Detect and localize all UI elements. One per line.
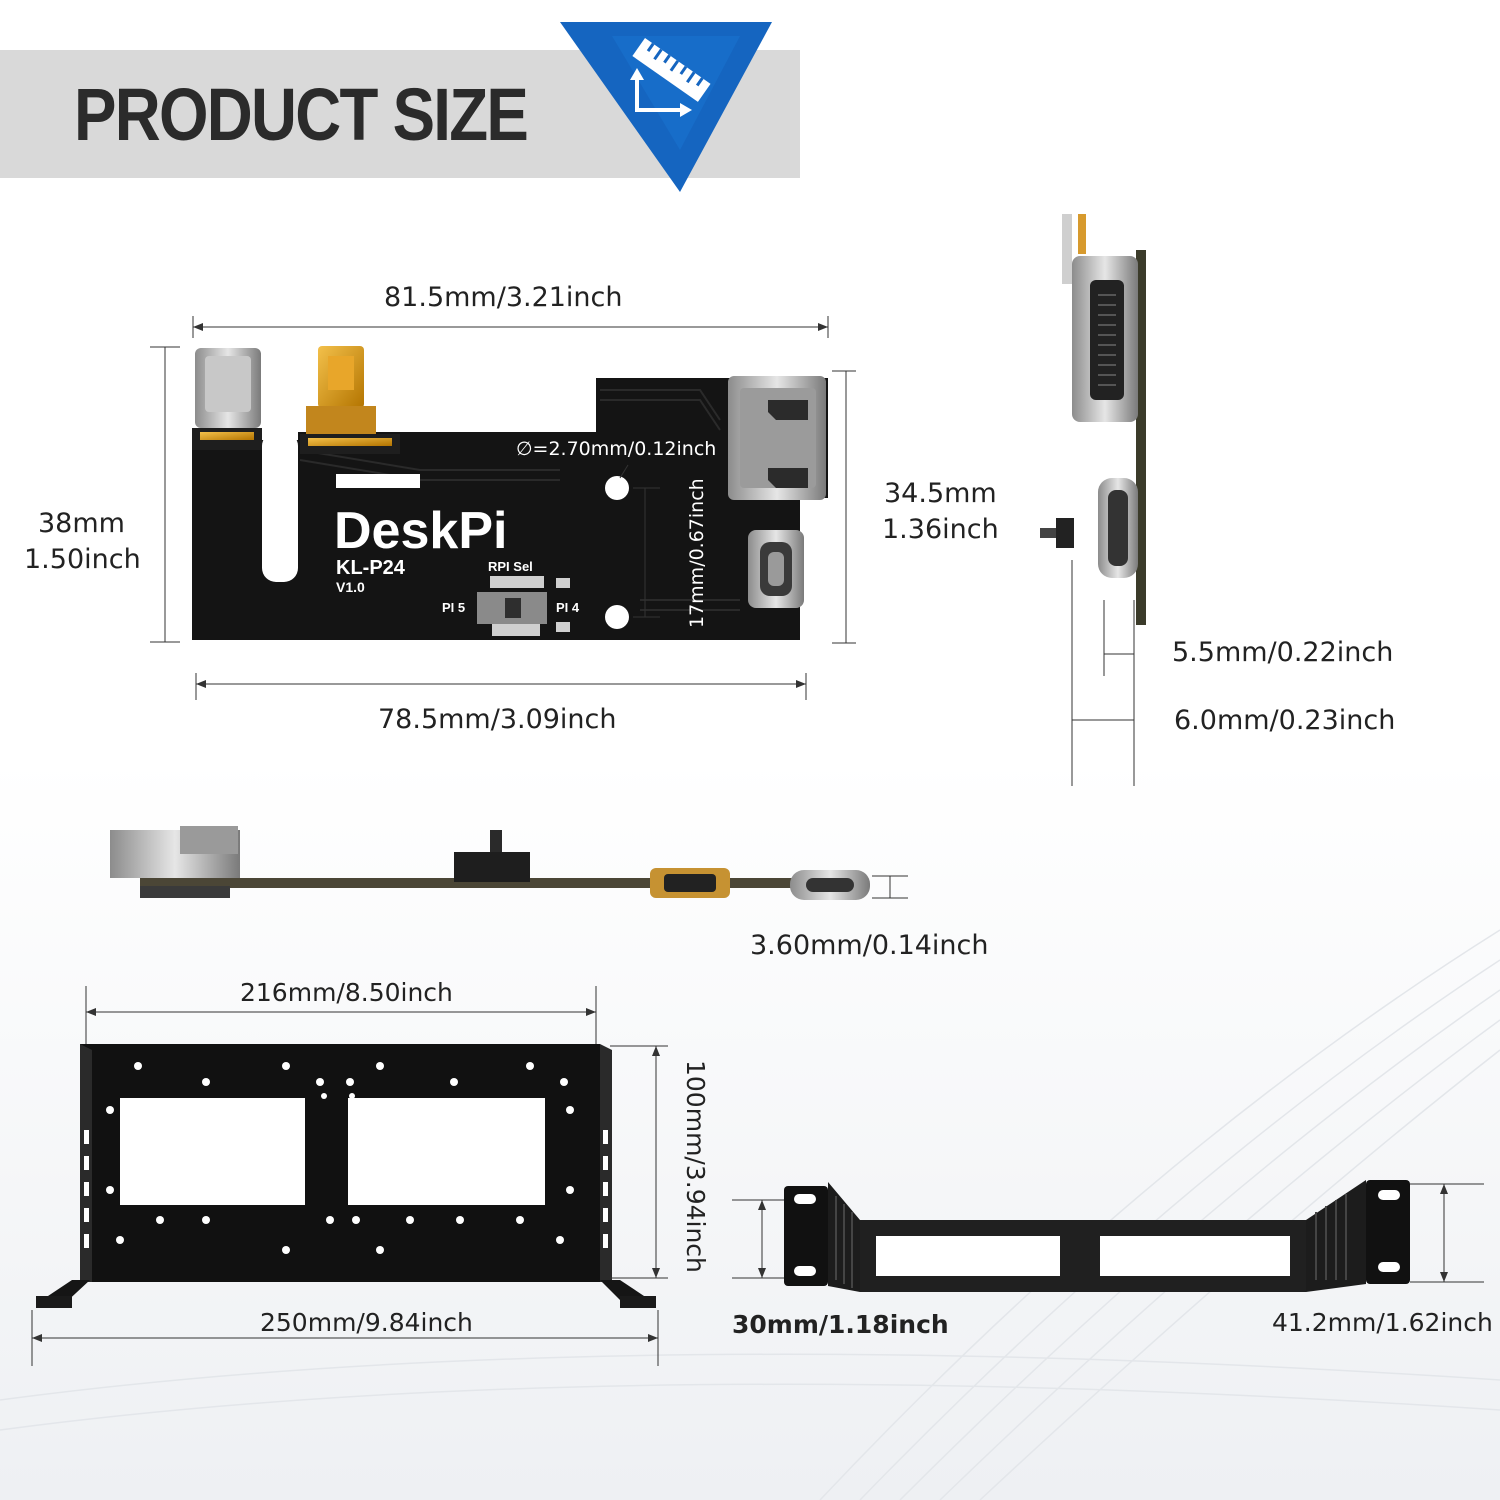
pcb-dimension-lines [150, 316, 856, 700]
profile-dimension-lines [872, 875, 908, 899]
page-title: PRODUCT SIZE [74, 73, 529, 156]
pcb-side-view [1040, 214, 1146, 625]
mounting-hole-bottom [605, 605, 629, 629]
mounting-hole-top [605, 476, 629, 500]
micro-hdmi-plug-connector [300, 346, 400, 454]
profile-thickness-label: 3.60mm/0.14inch [750, 930, 989, 961]
pcb-top-width-label: 81.5mm/3.21inch [384, 282, 623, 313]
pcb-left-height-mm-label: 38mm [38, 508, 125, 539]
side-dimension-lines [1071, 560, 1135, 786]
hole-spacing-label: 17mm/0.67inch [686, 478, 708, 628]
pcb-right-height-mm-label: 34.5mm [884, 478, 997, 509]
pcb-right-height-in-label: 1.36inch [882, 514, 999, 545]
rpi-select-switch [477, 576, 570, 636]
rack-tray-view [784, 1180, 1410, 1292]
bracket-dimension-lines [31, 986, 668, 1366]
hole-diameter-label: ∅=2.70mm/0.12inch [516, 438, 717, 460]
usbc-port [748, 530, 804, 608]
corner-arrow-icon [635, 73, 688, 112]
switch-title-label: RPI Sel [488, 559, 533, 574]
pcb-left-height-in-label: 1.50inch [24, 544, 141, 575]
bracket-inner-width-label: 216mm/8.50inch [240, 978, 453, 1007]
usbc-plug-connector [192, 348, 262, 450]
pcb-profile-view [110, 826, 870, 900]
pcb-bottom-width-label: 78.5mm/3.09inch [378, 704, 617, 735]
hdmi-port [728, 376, 826, 500]
pcb-model-label: KL-P24 [336, 557, 406, 579]
pcb-version-label: V1.0 [336, 579, 365, 595]
ruler-icon [632, 38, 711, 102]
side-hdmi-depth-label: 6.0mm/0.23inch [1174, 705, 1396, 736]
switch-left-label: PI 5 [442, 600, 465, 615]
side-usbc-depth-label: 5.5mm/0.22inch [1172, 637, 1394, 668]
bracket-outer-width-label: 250mm/9.84inch [260, 1308, 473, 1337]
tray-height-large-label: 41.2mm/1.62inch [1272, 1308, 1493, 1337]
pcb-brand-label: DeskPi [334, 502, 507, 560]
rack-bracket-front-view [36, 1044, 656, 1308]
switch-right-label: PI 4 [556, 600, 580, 615]
tray-height-small-label: 30mm/1.18inch [732, 1310, 949, 1339]
bracket-height-label: 100mm/3.94inch [681, 1060, 710, 1273]
tray-dimension-lines [732, 1183, 1484, 1283]
